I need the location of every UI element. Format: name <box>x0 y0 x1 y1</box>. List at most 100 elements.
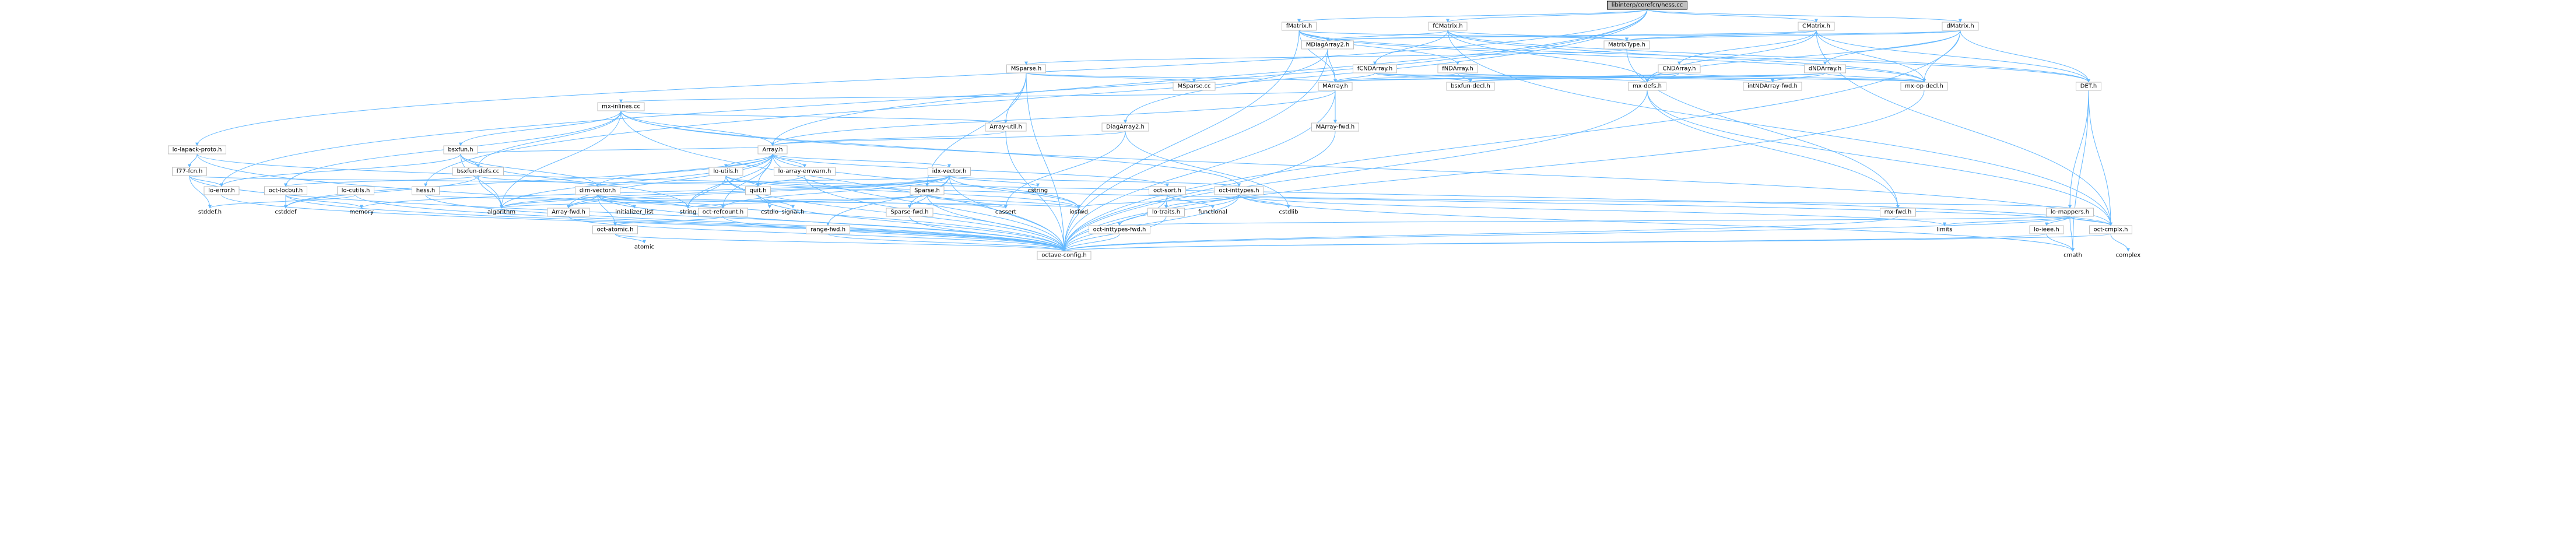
node-Arrayutil[interactable]: Array-util.h <box>985 122 1027 132</box>
node-hessh[interactable]: hess.h <box>412 186 440 195</box>
node-MSparsecc[interactable]: MSparse.cc <box>1173 82 1216 91</box>
node-MSparse[interactable]: MSparse.h <box>1006 64 1046 73</box>
node-label: MatrixType.h <box>1608 42 1645 48</box>
node-octrefcount[interactable]: oct-refcount.h <box>698 208 748 217</box>
node-cassert: cassert <box>995 209 1016 216</box>
node-dNDArray[interactable]: dNDArray.h <box>1804 64 1846 73</box>
node-box <box>1037 251 1092 260</box>
node-Sparse[interactable]: Sparse.h <box>910 186 945 195</box>
node-octinttypes[interactable]: oct-inttypes.h <box>1214 186 1264 195</box>
edge-Array-to-cstddef <box>284 153 773 209</box>
edge-dNDArray-to-mxopdecl <box>1824 72 1926 83</box>
edges-layer <box>188 9 2130 252</box>
node-loerror[interactable]: lo-error.h <box>203 186 240 195</box>
node-box <box>1173 82 1216 91</box>
node-CNDArray[interactable]: CNDArray.h <box>1658 64 1701 73</box>
node-loarrayerrwarn[interactable]: lo-array-errwarn.h <box>774 167 836 176</box>
node-label: CMatrix.h <box>1802 23 1830 30</box>
edge-locutils-to-octaveconfig <box>355 194 1066 252</box>
node-cstddef: cstddef <box>275 209 297 216</box>
node-idxvector[interactable]: idx-vector.h <box>928 167 971 176</box>
node-Array[interactable]: Array.h <box>757 145 788 155</box>
edge-CMatrix-to-mxdefs <box>1645 30 1817 83</box>
node-mxinlines[interactable]: mx-inlines.cc <box>597 102 645 111</box>
node-Sparsefwd[interactable]: Sparse-fwd.h <box>886 208 933 217</box>
node-mxopdecl[interactable]: mx-op-decl.h <box>1900 82 1948 91</box>
edge-dMatrix-to-MDiagArray2 <box>1326 30 1961 41</box>
node-MArrayfwd[interactable]: MArray-fwd.h <box>1311 122 1359 132</box>
edge-idxvector-to-memory <box>360 175 950 209</box>
edge-Array-to-iosfwd <box>772 153 1080 209</box>
edge-mxfwd-to-octaveconfig <box>1062 216 1898 252</box>
node-box <box>1607 1 1687 10</box>
node-dimvector[interactable]: dim-vector.h <box>575 186 620 195</box>
node-CMatrix[interactable]: CMatrix.h <box>1798 22 1835 31</box>
node-root[interactable]: libinterp/corefcn/hess.cc <box>1607 1 1687 10</box>
edge-idxvector-to-iosfwd <box>949 175 1080 209</box>
node-octcmplx[interactable]: oct-cmplx.h <box>2089 225 2132 234</box>
edge-locutils-to-stddef <box>208 194 356 209</box>
node-box <box>452 167 504 176</box>
node-dMatrix[interactable]: dMatrix.h <box>1942 22 1979 31</box>
edge-fNDArray-to-mxopdecl <box>1457 72 1926 83</box>
node-label: bsxfun-decl.h <box>1451 83 1490 90</box>
node-box <box>928 167 971 176</box>
node-lotraits[interactable]: lo-traits.h <box>1147 208 1185 217</box>
node-octaveconfig[interactable]: octave-config.h <box>1037 251 1092 260</box>
node-octatomic[interactable]: oct-atomic.h <box>592 225 638 234</box>
node-box <box>1428 22 1468 31</box>
node-octlocbuf[interactable]: oct-locbuf.h <box>264 186 307 195</box>
edge-Array-to-octrefcount <box>721 153 773 209</box>
node-bsxfundefs[interactable]: bsxfun-defs.cc <box>452 167 504 176</box>
node-rangefwd[interactable]: range-fwd.h <box>806 225 850 234</box>
node-intNDArrayfwd[interactable]: intNDArray-fwd.h <box>1743 82 1802 91</box>
edge-fMatrix-to-MatrixType <box>1298 30 1629 41</box>
node-box <box>1798 22 1835 31</box>
node-label: cstdlib <box>1279 209 1298 216</box>
edge-CMatrix-to-MatrixType <box>1625 30 1817 41</box>
node-octinttypesfwd[interactable]: oct-inttypes-fwd.h <box>1089 225 1150 234</box>
node-box <box>1214 186 1264 195</box>
node-DiagArray2[interactable]: DiagArray2.h <box>1101 122 1149 132</box>
node-MArray[interactable]: MArray.h <box>1318 82 1353 91</box>
edge-CMatrix-to-DET <box>1816 30 2090 83</box>
node-lolapackproto[interactable]: lo-lapack-proto.h <box>168 145 226 155</box>
node-Arrayfwd[interactable]: Array-fwd.h <box>547 208 590 217</box>
edge-fMatrix-to-mxopdecl <box>1298 30 1926 83</box>
edge-octlocbuf-to-octaveconfig <box>285 194 1066 252</box>
node-box <box>757 145 788 155</box>
node-label: fNDArray.h <box>1442 66 1473 72</box>
node-quit[interactable]: quit.h <box>745 186 771 195</box>
node-lomappers[interactable]: lo-mappers.h <box>2046 208 2094 217</box>
node-DET[interactable]: DET.h <box>2076 82 2101 91</box>
edge-bsxfun-to-Array <box>460 145 774 155</box>
edge-Array-to-loarrayerrwarn <box>772 153 806 168</box>
node-locutils[interactable]: lo-cutils.h <box>337 186 374 195</box>
node-loutils[interactable]: lo-utils.h <box>708 167 743 176</box>
node-loieee[interactable]: lo-ieee.h <box>2029 225 2064 234</box>
node-fCNDArray[interactable]: fCNDArray.h <box>1353 64 1397 73</box>
node-bsxfun[interactable]: bsxfun.h <box>443 145 478 155</box>
edge-F77-to-loerror <box>189 175 223 187</box>
node-fCMatrix[interactable]: fCMatrix.h <box>1428 22 1468 31</box>
node-fNDArray[interactable]: fNDArray.h <box>1437 64 1478 73</box>
node-memory: memory <box>349 209 374 216</box>
node-bsxfundecl[interactable]: bsxfun-decl.h <box>1446 82 1495 91</box>
node-box <box>547 208 590 217</box>
edge-idxvector-to-algorithm <box>500 175 950 209</box>
node-octsort[interactable]: oct-sort.h <box>1149 186 1186 195</box>
node-label: signal.h <box>781 209 804 216</box>
node-box <box>443 145 478 155</box>
node-box <box>1101 122 1149 132</box>
node-label: intNDArray-fwd.h <box>1747 83 1798 90</box>
node-MDiagArray2[interactable]: MDiagArray2.h <box>1301 40 1354 50</box>
node-F77[interactable]: f77-fcn.h <box>172 167 207 176</box>
node-box <box>1318 82 1353 91</box>
edge-octrefcount-to-octatomic <box>613 216 724 226</box>
node-mxfwd[interactable]: mx-fwd.h <box>1880 208 1916 217</box>
node-MatrixType[interactable]: MatrixType.h <box>1603 40 1650 50</box>
node-fMatrix[interactable]: fMatrix.h <box>1282 22 1317 31</box>
edge-Sparse-to-iosfwd <box>926 194 1080 209</box>
node-mxdefs[interactable]: mx-defs.h <box>1628 82 1666 91</box>
